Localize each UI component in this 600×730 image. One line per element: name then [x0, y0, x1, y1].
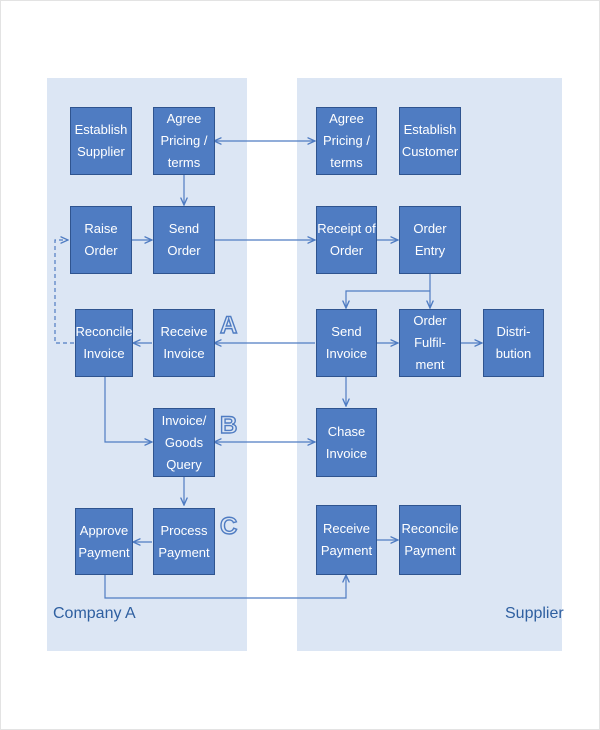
box-chase-invoice: Chase Invoice	[316, 408, 377, 477]
arrow-approve-to-receive-payment	[104, 575, 346, 599]
marker-c: C	[219, 512, 238, 540]
lane-label-company: Company A	[53, 605, 136, 622]
box-receipt-of-order: Receipt of Order	[316, 206, 377, 274]
box-establish-customer: Establish Customer	[399, 107, 461, 175]
marker-b: B	[219, 411, 238, 439]
box-establish-supplier: Establish Supplier	[70, 107, 132, 175]
box-order-entry: Order Entry	[399, 206, 461, 274]
box-send-invoice: Send Invoice	[316, 309, 377, 377]
arrow-dashed-loop-to-raise-order	[54, 240, 74, 344]
box-raise-order: Raise Order	[70, 206, 132, 274]
box-approve-payment: Approve Payment	[75, 508, 133, 575]
box-reconcile-payment: Reconcile Payment	[399, 505, 461, 575]
box-send-order: Send Order	[153, 206, 215, 274]
box-agree-pricing-supplier: Agree Pricing / terms	[316, 107, 377, 175]
arrow-reconcile-to-query	[104, 377, 152, 442]
box-distribution: Distri- bution	[483, 309, 544, 377]
box-receive-payment: Receive Payment	[316, 505, 377, 575]
marker-a: A	[219, 311, 238, 339]
box-reconcile-invoice: Reconcile Invoice	[75, 309, 133, 377]
box-receive-invoice: Receive Invoice	[153, 309, 215, 377]
lane-label-supplier: Supplier	[505, 605, 564, 622]
box-agree-pricing-company: Agree Pricing / terms	[153, 107, 215, 175]
box-invoice-goods-query: Invoice/ Goods Query	[153, 408, 215, 477]
box-process-payment: Process Payment	[153, 508, 215, 575]
box-order-fulfilment: Order Fulfil- ment	[399, 309, 461, 377]
arrow-entry-to-send-invoice	[346, 290, 430, 308]
